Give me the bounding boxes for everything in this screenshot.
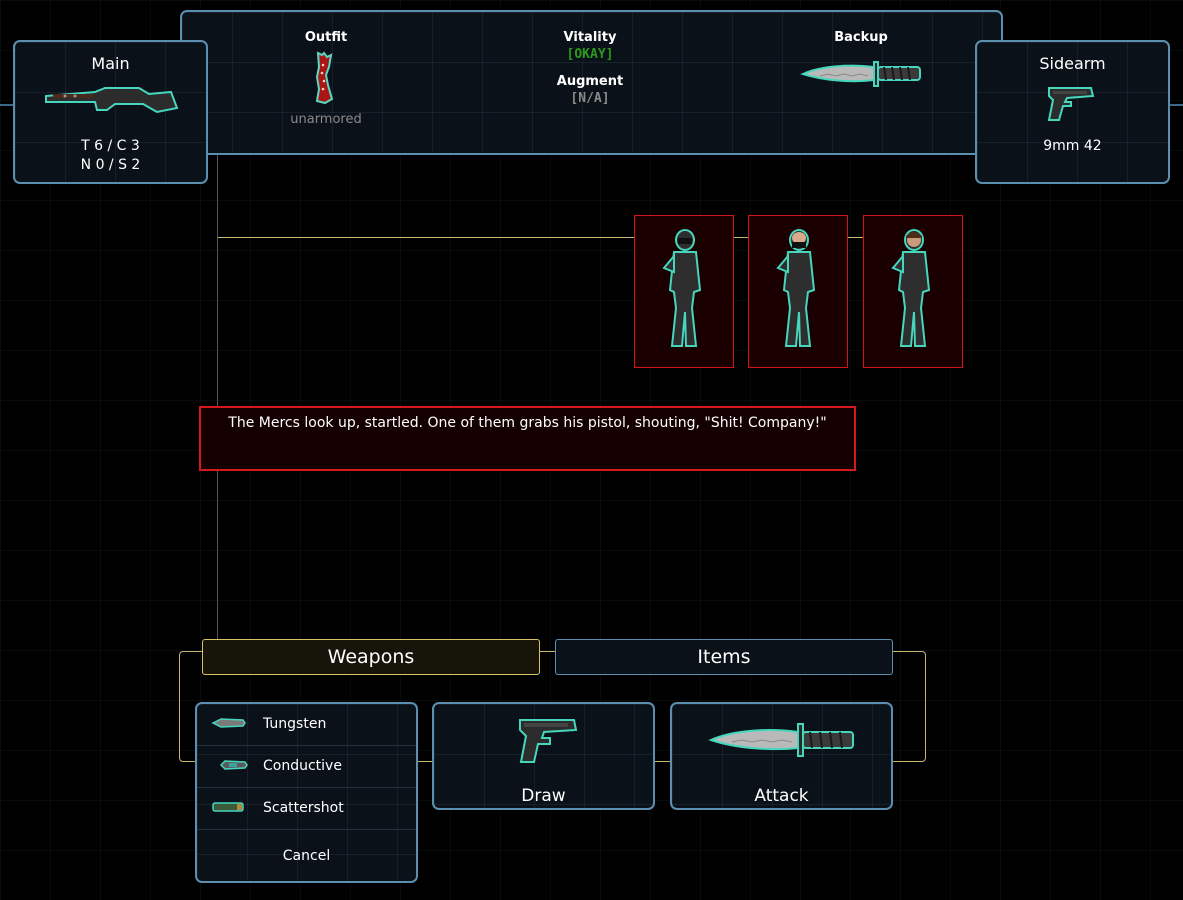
ammo-option-tungsten[interactable]: Tungsten xyxy=(197,704,416,746)
attack-label: Attack xyxy=(754,786,809,806)
main-weapon-stats-1: T 6 / C 3 xyxy=(81,138,140,154)
ammo-label: Tungsten xyxy=(263,716,327,732)
outfit-value: unarmored xyxy=(290,112,362,127)
loadout-bar: Outfit unarmored Vitality [OKAY] Augment… xyxy=(180,10,1003,155)
red-dress-outfit-icon xyxy=(315,51,334,105)
pistol-icon xyxy=(519,719,578,763)
merc-figure-icon xyxy=(776,229,816,347)
ammo-list: Tungsten Conductive Scattershot Cancel xyxy=(195,702,418,883)
vitality-value: [OKAY] xyxy=(566,47,614,62)
tab-weapons[interactable]: Weapons xyxy=(202,639,540,675)
draw-action[interactable]: Draw xyxy=(432,702,655,810)
sidearm-panel[interactable]: Sidearm 9mm 42 xyxy=(975,40,1170,184)
enemy-merc-1[interactable] xyxy=(634,215,734,368)
enemy-link-1 xyxy=(734,237,748,238)
ammo-option-conductive[interactable]: Conductive xyxy=(197,746,416,788)
main-weapon-stats-2: N 0 / S 2 xyxy=(80,157,141,173)
outfit-title: Outfit xyxy=(304,30,348,45)
header-left-line xyxy=(0,104,14,106)
ammo-option-scattershot[interactable]: Scattershot xyxy=(197,788,416,830)
enemy-merc-3[interactable] xyxy=(863,215,963,368)
enemy-link-2 xyxy=(848,237,863,238)
draw-label: Draw xyxy=(521,786,566,806)
ammo-label: Scattershot xyxy=(263,800,344,816)
tungsten-round-icon xyxy=(211,718,246,728)
left-timeline-line xyxy=(217,155,218,640)
augment-value: [N/A] xyxy=(570,91,610,106)
conductive-round-icon xyxy=(219,760,248,770)
main-weapon-panel[interactable]: Main T 6 / C 3 N 0 / S 2 xyxy=(13,40,208,184)
main-weapon-title: Main xyxy=(91,54,130,73)
rifle-icon xyxy=(45,87,179,114)
merc-figure-icon xyxy=(891,229,931,347)
header-right-line xyxy=(1169,104,1183,106)
combat-knife-icon xyxy=(708,723,854,757)
tab-items[interactable]: Items xyxy=(555,639,893,675)
augment-title: Augment xyxy=(556,74,624,89)
combat-message: The Mercs look up, startled. One of them… xyxy=(199,406,856,471)
enemy-row-line xyxy=(218,237,638,238)
enemy-merc-2[interactable] xyxy=(748,215,848,368)
backup-title: Backup xyxy=(834,30,888,45)
sidearm-ammo: 9mm 42 xyxy=(1043,138,1102,154)
scattershot-round-icon xyxy=(212,802,244,812)
pistol-icon xyxy=(1047,87,1095,121)
combat-knife-icon[interactable] xyxy=(800,58,924,90)
attack-action[interactable]: Attack xyxy=(670,702,893,810)
merc-figure-icon xyxy=(662,229,702,347)
ammo-label: Conductive xyxy=(263,758,342,774)
cancel-button[interactable]: Cancel xyxy=(282,848,331,864)
vitality-title: Vitality xyxy=(563,30,617,45)
sidearm-title: Sidearm xyxy=(1039,54,1106,73)
